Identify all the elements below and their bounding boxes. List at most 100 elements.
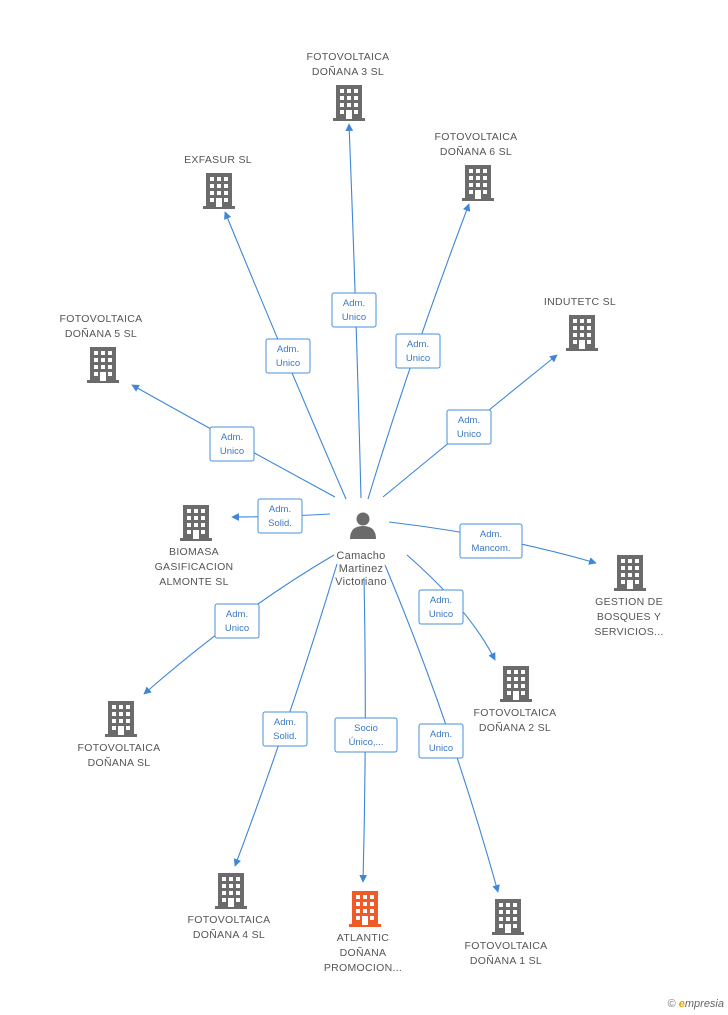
company-name-line: FOTOVOLTAICA	[474, 707, 557, 719]
edge-label-line: Unico	[342, 312, 366, 323]
person-name-line: Martinez	[339, 563, 384, 575]
edge-label-box	[395, 333, 441, 369]
company-name-line: GASIFICACION	[155, 561, 234, 573]
edge-label-line: Unico	[406, 353, 430, 364]
company-name-line: SERVICIOS...	[594, 626, 663, 638]
company-name-line: EXFASUR SL	[184, 154, 252, 166]
company-name-line: FOTOVOLTAICA	[465, 940, 548, 952]
company-name-line: DOÑANA 2 SL	[479, 721, 551, 734]
edge-label-box	[262, 711, 308, 747]
person-name-line: Camacho	[336, 550, 385, 562]
nodes-layer: FOTOVOLTAICA DOÑANA 3 SL EXFASUR SL FOTOVOL…	[60, 51, 664, 974]
edge-label-line: Adm.	[458, 415, 480, 426]
company-name-line: DOÑANA 5 SL	[65, 327, 137, 340]
company-node-dsl[interactable]: FOTOVOLTAICA DOÑANA SL	[78, 701, 161, 769]
building-icon	[203, 173, 235, 209]
edge-label-line: Unico	[457, 429, 481, 440]
building-icon	[180, 505, 212, 541]
edge-label-line: Solid.	[268, 518, 292, 529]
footer-brand[interactable]: © empresia	[668, 998, 724, 1010]
company-name-line: BIOMASA	[169, 546, 219, 558]
company-node-d1[interactable]: FOTOVOLTAICA DOÑANA 1 SL	[465, 899, 548, 967]
company-name-line: ATLANTIC	[337, 932, 389, 944]
company-name-line: DOÑANA SL	[88, 756, 151, 769]
edge-label-d2[interactable]: Adm. Unico	[418, 589, 464, 625]
building-icon	[215, 873, 247, 909]
person-icon	[350, 512, 376, 539]
company-name-line: GESTION DE	[595, 596, 663, 608]
company-name-line: FOTOVOLTAICA	[435, 131, 518, 143]
edge-label-d3[interactable]: Adm. Unico	[331, 292, 377, 328]
edge-label-line: Unico	[276, 358, 300, 369]
edge-label-box	[331, 292, 377, 328]
edge-label-line: Unico	[225, 623, 249, 634]
edge-label-box	[418, 723, 464, 759]
company-name-line: PROMOCION...	[324, 962, 402, 974]
edge-label-box	[257, 498, 303, 534]
edge-label-d4[interactable]: Adm. Solid.	[262, 711, 308, 747]
company-name-line: ALMONTE SL	[159, 576, 229, 588]
edge-label-line: Adm.	[277, 344, 299, 355]
edge-label-box	[418, 589, 464, 625]
company-name-line: FOTOVOLTAICA	[78, 742, 161, 754]
company-node-ges[interactable]: GESTION DE BOSQUES Y SERVICIOS...	[594, 555, 663, 638]
building-icon	[105, 701, 137, 737]
building-icon	[614, 555, 646, 591]
edge-label-line: Unico	[429, 609, 453, 620]
edge-label-exf[interactable]: Adm. Unico	[265, 338, 311, 374]
edge-label-bio[interactable]: Adm. Solid.	[257, 498, 303, 534]
company-name-line: DOÑANA 3 SL	[312, 65, 384, 78]
company-name-line: FOTOVOLTAICA	[307, 51, 390, 63]
building-icon	[500, 666, 532, 702]
company-name-line: INDUTETC SL	[544, 296, 616, 308]
company-node-atl[interactable]: ATLANTICDOÑANAPROMOCION...	[324, 891, 402, 974]
building-icon	[333, 85, 365, 121]
edge-label-box	[459, 523, 523, 559]
company-name-line: DOÑANA 1 SL	[470, 954, 542, 967]
edge-labels-layer: Adm.UnicoAdm.UnicoAdm.UnicoAdm.UnicoAdm.…	[209, 292, 523, 759]
edge-label-line: Solid.	[273, 731, 297, 742]
edge-label-ind[interactable]: Adm. Unico	[446, 409, 492, 445]
building-icon	[87, 347, 119, 383]
edge-label-box	[265, 338, 311, 374]
edge-label-atl[interactable]: SocioÚnico,...	[334, 717, 398, 753]
person-name-line: Victoriano	[335, 576, 387, 588]
edge-label-d5[interactable]: Adm.Unico	[209, 426, 255, 462]
edge-label-line: Unico	[429, 743, 453, 754]
edge-label-line: Único,...	[349, 737, 384, 748]
company-node-bio[interactable]: BIOMASA GASIFICACION ALMONTE SL	[155, 505, 234, 588]
edge-label-line: Adm.	[343, 298, 365, 309]
edge-label-line: Unico	[220, 446, 244, 457]
company-name-line: BOSQUES Y	[597, 611, 661, 623]
edge-label-line: Adm.	[274, 717, 296, 728]
company-name-line: FOTOVOLTAICA	[188, 914, 271, 926]
edge-label-line: Adm.	[430, 729, 452, 740]
edge-label-ges[interactable]: Adm. Mancom.	[459, 523, 523, 559]
edge-label-box	[334, 717, 398, 753]
company-node-exf[interactable]: EXFASUR SL	[184, 154, 252, 209]
edge-label-box	[209, 426, 255, 462]
copyright-symbol: ©	[667, 998, 676, 1010]
edge-label-d6[interactable]: Adm.Unico	[395, 333, 441, 369]
edge-label-box	[446, 409, 492, 445]
edge-label-line: Mancom.	[471, 543, 510, 554]
building-icon	[462, 165, 494, 201]
company-node-d2[interactable]: FOTOVOLTAICA DOÑANA 2 SL	[474, 666, 557, 734]
edge-label-line: Adm.	[269, 504, 291, 515]
edge-label-line: Adm.	[226, 609, 248, 620]
edge-label-d1[interactable]: Adm. Unico	[418, 723, 464, 759]
edge-label-line: Socio	[354, 723, 378, 734]
building-icon	[492, 899, 524, 935]
edge-label-box	[214, 603, 260, 639]
company-node-ind[interactable]: INDUTETC SL	[544, 296, 616, 351]
edge-label-dsl[interactable]: Adm. Unico	[214, 603, 260, 639]
building-icon	[566, 315, 598, 351]
company-node-d3[interactable]: FOTOVOLTAICA DOÑANA 3 SL	[307, 51, 390, 121]
edge-label-line: Adm.	[480, 529, 502, 540]
edge-label-line: Adm.	[430, 595, 452, 606]
